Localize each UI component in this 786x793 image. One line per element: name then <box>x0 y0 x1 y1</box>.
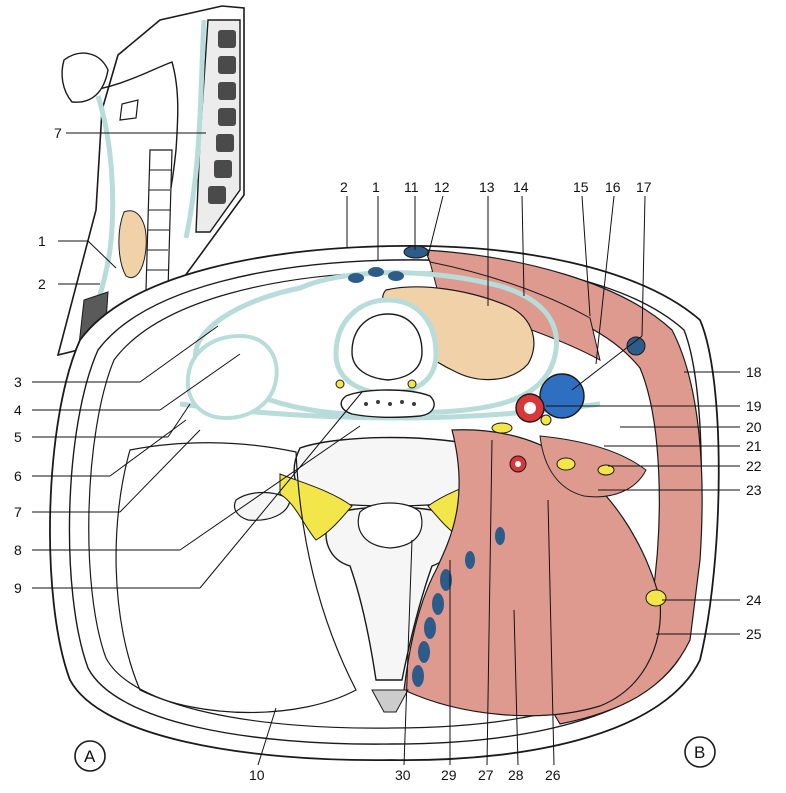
label-4: 4 <box>14 402 22 418</box>
label-21: 21 <box>746 438 762 454</box>
label-19: 19 <box>746 398 762 414</box>
label-25: 25 <box>746 626 762 642</box>
inset-mandible <box>62 53 108 102</box>
vertebral-artery-lumen <box>515 461 521 467</box>
label-15: 15 <box>573 179 589 195</box>
left-labels: 3 4 5 6 7 8 9 <box>14 374 22 596</box>
label-11: 11 <box>404 179 419 195</box>
nerve-dot-5 <box>336 380 344 388</box>
panel-marker-a: A <box>75 741 105 771</box>
label-5: 5 <box>14 429 22 445</box>
label-9: 9 <box>14 580 22 596</box>
label-16: 16 <box>605 179 621 195</box>
nerve-dot-6 <box>408 380 416 388</box>
left-lobe-space <box>188 336 277 418</box>
inset-thyroid <box>119 211 146 278</box>
inset-trachea <box>146 150 172 290</box>
esophagus <box>341 390 434 417</box>
label-3: 3 <box>14 374 22 390</box>
label-7: 7 <box>14 504 22 520</box>
right-labels: 18 19 20 21 22 23 24 25 <box>746 364 762 642</box>
label-2: 2 <box>340 179 348 195</box>
label-12: 12 <box>434 179 450 195</box>
panel-marker-b: B <box>685 737 715 767</box>
label-22: 22 <box>746 458 762 474</box>
label-23: 23 <box>746 482 762 498</box>
bottom-labels: 10 30 29 27 28 26 <box>249 767 561 783</box>
label-6: 6 <box>14 468 22 484</box>
common-carotid-lumen <box>524 402 536 414</box>
label-26: 26 <box>545 767 561 783</box>
axial-section <box>50 246 719 760</box>
label-24: 24 <box>746 592 762 608</box>
label-2-inset: 2 <box>38 276 46 292</box>
label-30: 30 <box>395 767 411 783</box>
vagus-nerve <box>541 415 551 425</box>
internal-jugular-vein <box>540 374 584 418</box>
anterior-jugular-vein <box>404 246 428 258</box>
panel-a-letter: A <box>84 747 96 766</box>
label-17: 17 <box>636 179 652 195</box>
label-18: 18 <box>746 364 762 380</box>
label-10: 10 <box>249 767 265 783</box>
inset-labels: 7 1 2 <box>38 125 62 292</box>
label-8: 8 <box>14 542 22 558</box>
nerve-dot-3 <box>646 590 666 606</box>
top-labels: 2 1 11 12 13 14 15 16 17 <box>340 179 652 195</box>
nerve-dot-4 <box>492 423 512 433</box>
label-1-inset: 1 <box>38 233 46 249</box>
label-27: 27 <box>478 767 494 783</box>
nerve-dot-1 <box>557 458 575 470</box>
label-14: 14 <box>513 179 529 195</box>
label-13: 13 <box>479 179 495 195</box>
label-20: 20 <box>746 419 762 435</box>
panel-b-letter: B <box>694 743 705 762</box>
trachea-lumen <box>352 314 422 380</box>
label-7-inset: 7 <box>54 125 62 141</box>
label-1: 1 <box>372 179 380 195</box>
label-28: 28 <box>508 767 524 783</box>
label-29: 29 <box>441 767 457 783</box>
